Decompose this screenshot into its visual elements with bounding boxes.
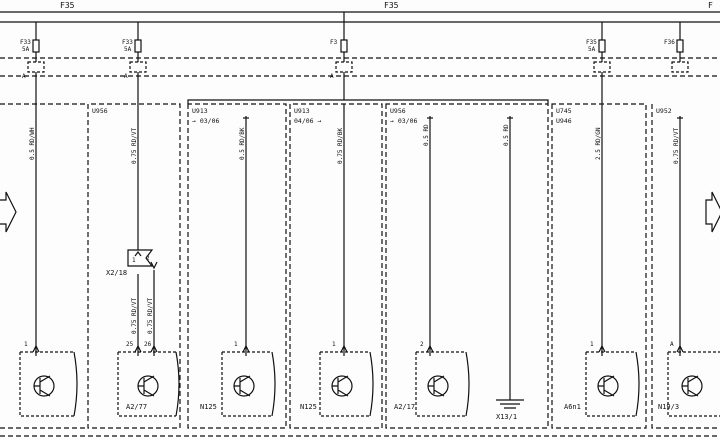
wire-label-6: 0.5 RD	[503, 124, 510, 146]
wire-label-1: 0.5 RD/WH	[29, 127, 36, 160]
component-n125-label-1: N125	[200, 403, 217, 411]
wire-label-8: 0.75 RD/VT	[673, 127, 680, 164]
fuse-5-code: F36	[664, 39, 675, 46]
fuse-1-pin: A	[22, 73, 26, 80]
pin-arrows	[32, 344, 684, 353]
connector-pin-1: 1	[132, 257, 136, 264]
zone-3-note: → 03/06	[192, 117, 220, 125]
component-boxes	[19, 351, 720, 417]
wire-label-9b: 0.75 RD/VT	[147, 297, 154, 334]
group-bracket	[187, 99, 549, 104]
offpage-arrow-right	[705, 191, 720, 233]
bus-label-left: F35	[60, 1, 75, 10]
component-a2-77-label: A2/77	[126, 403, 148, 411]
zone-6-code: U745	[556, 107, 572, 115]
zone-4-code: U913	[294, 107, 310, 115]
zone-7-code: U952	[656, 107, 672, 115]
fuse-2-pin: A	[124, 73, 128, 80]
fuse-2-code: F33	[122, 39, 133, 46]
component-a6n1-label: A6n1	[564, 403, 581, 411]
connector-x2-18	[127, 249, 158, 270]
c5-pin: 2	[420, 341, 424, 348]
wires	[35, 72, 683, 400]
bus-label-center: F35	[384, 1, 399, 10]
zone-5-code: U956	[390, 107, 406, 115]
zone-4-box	[289, 103, 383, 429]
fuse-3-pin: A	[330, 73, 334, 80]
connector-pin-2: 2	[146, 255, 150, 262]
component-a2-17-label: A2/17	[394, 403, 416, 411]
zone-3-code: U913	[192, 107, 208, 115]
zone-7-box	[651, 104, 720, 429]
wire-label-7: 2.5 RD/GN	[595, 127, 602, 160]
zone-5-note: → 03/06	[390, 117, 418, 125]
fuse-1-rating: 5A	[22, 46, 30, 53]
c2-pin-b: 26	[144, 341, 152, 348]
fuse-drops	[27, 22, 689, 92]
fuse-4-rating: 5A	[588, 46, 596, 53]
component-n19-3-label: N19/3	[658, 403, 680, 411]
c8-pin: A	[670, 341, 674, 348]
wire-label-3: 0.5 RD/BK	[239, 127, 246, 160]
c3-pin: 1	[234, 341, 238, 348]
wire-label-4: 0.75 RD/BK	[337, 127, 344, 164]
c2-pin-a: 25	[126, 341, 134, 348]
fuse-2-rating: 5A	[124, 46, 132, 53]
c4-pin: 1	[332, 341, 336, 348]
transistor-symbols	[33, 375, 703, 397]
zone-6-box	[551, 103, 647, 429]
c1-pin: 1	[24, 341, 28, 348]
wire-label-9a: 0.75 RD/VT	[131, 297, 138, 334]
fuse-1-code: F33	[20, 39, 31, 46]
zone-2-box	[87, 103, 181, 429]
zone-2-code: U956	[92, 107, 108, 115]
zone-3-box	[187, 103, 287, 429]
fuse-4-code: F35	[586, 39, 597, 46]
offpage-arrow-left	[0, 191, 17, 233]
bus-label-right: F	[708, 1, 713, 10]
connector-label: X2/18	[106, 269, 128, 277]
component-x13-1-label: X13/1	[496, 413, 518, 421]
fuse-3-code: F3	[330, 39, 338, 46]
component-n125-label-2: N125	[300, 403, 317, 411]
zone-4-note: 04/06 →	[294, 117, 322, 125]
wire-label-2: 0.75 RD/VT	[131, 127, 138, 164]
c7-pin: 1	[590, 341, 594, 348]
zones	[0, 103, 720, 437]
wire-label-5: 0.5 RD	[423, 124, 430, 146]
zone-6-note: U946	[556, 117, 572, 125]
zone-5-box	[385, 103, 549, 429]
